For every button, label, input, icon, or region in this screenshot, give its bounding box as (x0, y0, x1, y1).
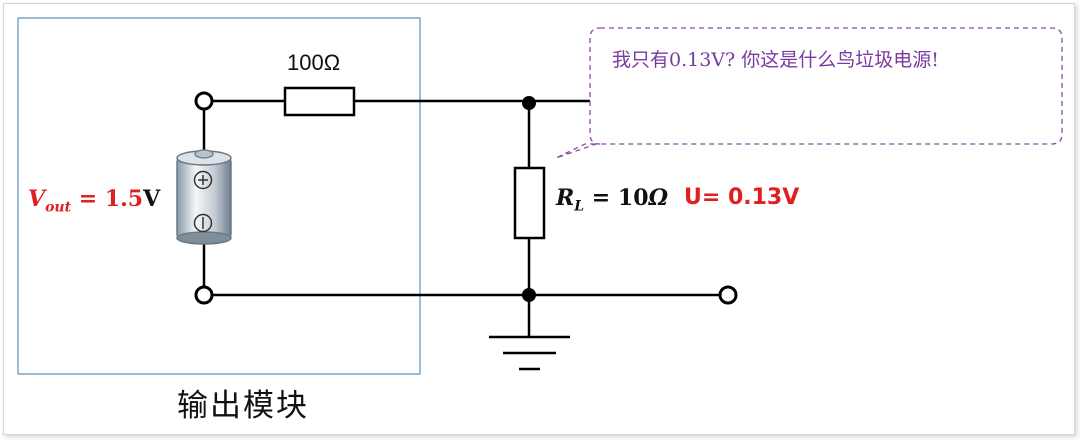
output-module-caption: 输出模块 (177, 388, 309, 424)
load-resistor (513, 166, 546, 240)
vout-equals: = 1.5 (71, 186, 144, 212)
series-resistor-label: 100Ω (287, 50, 341, 75)
terminal-bottom-left (194, 285, 214, 305)
vout-symbol: V (28, 186, 46, 212)
series-resistor (283, 86, 356, 117)
speech-bubble (555, 27, 1063, 159)
vout-unit: V (143, 186, 161, 212)
vout-subscript: out (45, 199, 72, 216)
terminal-bottom-right (718, 285, 738, 305)
voltage-u-label: U= 0.13V (684, 185, 800, 210)
output-module-box (17, 17, 421, 375)
load-unit: Ω (648, 185, 669, 211)
load-subscript: L (574, 198, 585, 215)
wires (202, 99, 720, 336)
junction-top (522, 96, 536, 110)
speech-bubble-text: 我只有0.13V? 你这是什么鸟垃圾电源! (612, 49, 939, 71)
junction-bottom (522, 288, 536, 302)
load-symbol: R (556, 185, 575, 211)
ground-icon (489, 335, 570, 371)
load-equals: = 10 (584, 185, 649, 211)
battery-icon (176, 149, 232, 245)
vout-label: Vout = 1.5V (28, 186, 160, 215)
load-resistor-label: RL = 10Ω (556, 185, 668, 214)
terminal-top-left (194, 91, 214, 111)
